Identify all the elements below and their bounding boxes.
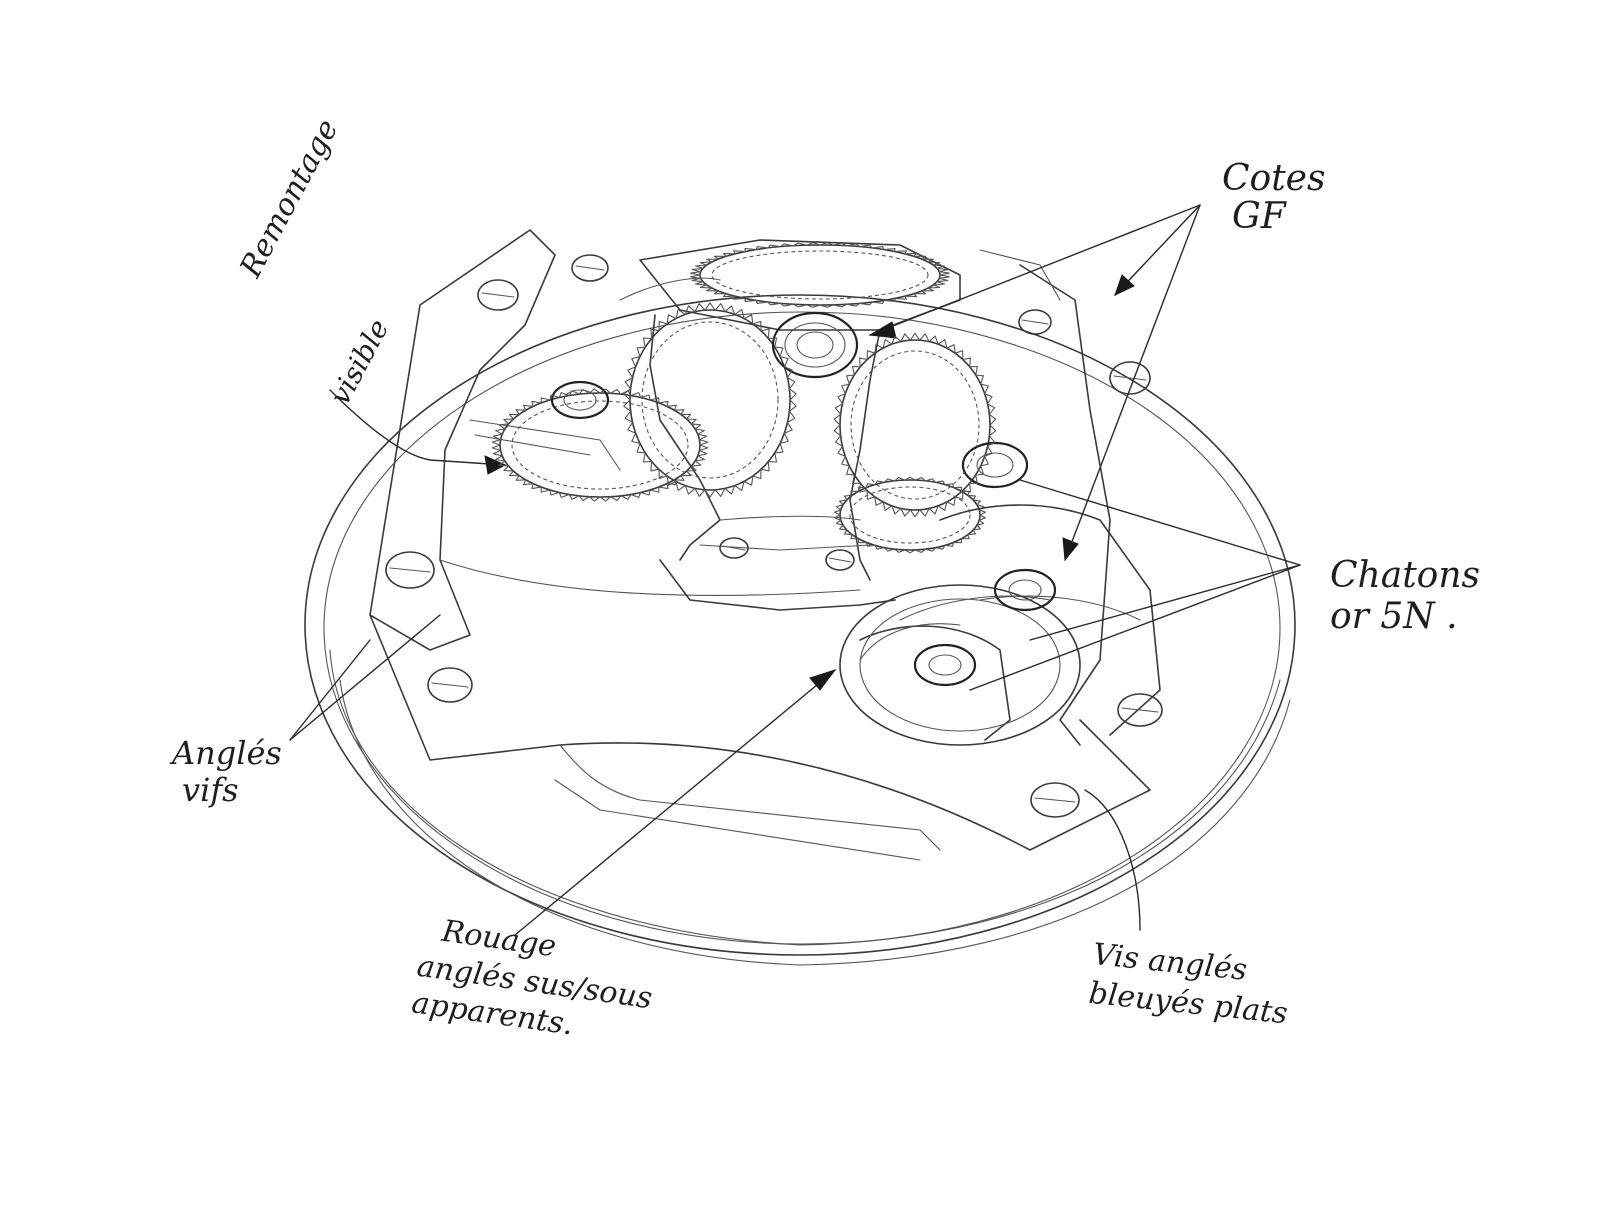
label-chatons-line2: or 5N . bbox=[1330, 596, 1458, 638]
leader-angles-vifs bbox=[289, 614, 441, 741]
gear-center bbox=[629, 309, 791, 491]
gear-lower-teeth bbox=[834, 476, 986, 554]
gear-left-teeth bbox=[491, 388, 709, 502]
gear-center-teeth bbox=[623, 302, 797, 498]
gear-right bbox=[839, 339, 991, 511]
gear-top-teeth bbox=[690, 242, 950, 308]
label-angles-vifs: Anglés vifs bbox=[172, 735, 282, 809]
label-chatons: Chatons or 5N . bbox=[1330, 555, 1480, 638]
label-cotes: Cotes GF bbox=[1222, 160, 1325, 236]
leader-remontage bbox=[329, 389, 507, 475]
leader-chatons bbox=[969, 479, 1301, 691]
leader-rouage bbox=[514, 669, 837, 936]
bridge-outline bbox=[369, 229, 1161, 861]
main-plate bbox=[304, 294, 1296, 966]
screws bbox=[385, 254, 1163, 818]
gear-right-teeth bbox=[833, 332, 997, 518]
balance-wheel bbox=[839, 584, 1081, 746]
label-chatons-line1: Chatons bbox=[1330, 555, 1480, 596]
gear-lower bbox=[839, 479, 981, 551]
label-angles-vifs-line2: vifs bbox=[182, 770, 239, 809]
label-cotes-line2: GF bbox=[1232, 195, 1286, 237]
chaton-jewels bbox=[550, 311, 1057, 687]
label-cotes-line1: Cotes bbox=[1222, 158, 1326, 199]
leader-vis bbox=[1084, 789, 1141, 931]
label-angles-vifs-line1: Anglés bbox=[172, 734, 282, 772]
